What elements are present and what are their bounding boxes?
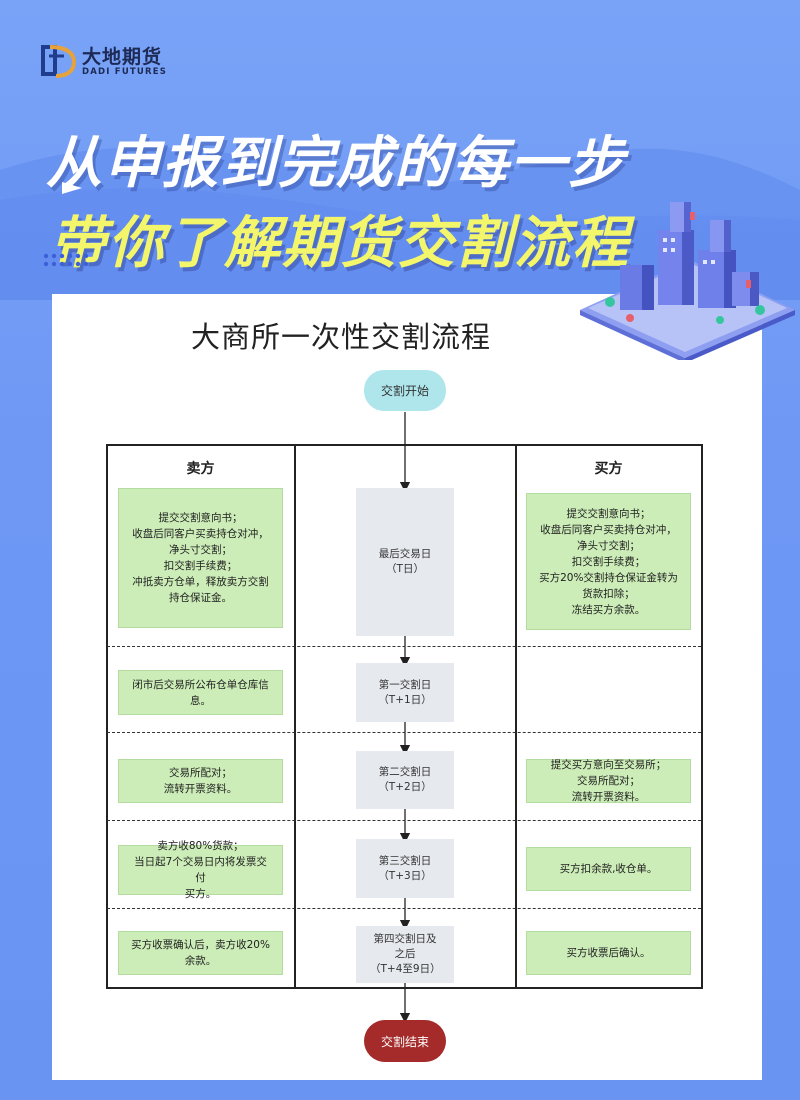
lane-border-right: [701, 444, 703, 989]
brand-logo: 大地期货 DADI FUTURES: [40, 44, 167, 80]
center-step-t3: 第三交割日 （T+3日）: [356, 839, 454, 898]
lane-border-bottom: [106, 987, 702, 989]
seller-step-t2: 交易所配对； 流转开票资料。: [118, 759, 283, 803]
center-step-t4: 第四交割日及之后 （T+4至9日）: [356, 926, 454, 983]
row-divider: [107, 820, 701, 821]
lane-title-seller: 卖方: [186, 461, 215, 477]
row-divider: [107, 908, 701, 909]
headline-line-1: 从申报到完成的每一步: [46, 131, 626, 196]
seller-step-t3: 卖方收80%货款； 当日起7个交易日内将发票交付 买方。: [118, 840, 283, 900]
seller-step-t1: 闭市后交易所公布仓单仓库信 息。: [118, 670, 283, 715]
lane-border-top: [106, 444, 702, 446]
buyer-step-t3: 买方扣余款,收仓单。: [526, 847, 691, 891]
background-wave: [0, 147, 800, 300]
row-divider: [107, 646, 701, 647]
decorative-triangle: [62, 182, 82, 194]
isometric-city-illustration: [580, 202, 795, 360]
center-step-t: 最后交易日 （T日）: [356, 488, 454, 636]
lane-divider-right: [515, 444, 517, 989]
row-divider: [107, 732, 701, 733]
lane-divider-left: [294, 444, 296, 989]
center-step-t1: 第一交割日 （T+1日）: [356, 663, 454, 722]
seller-step-t: 提交交割意向书； 收盘后同客户买卖持仓对冲， 净头寸交割； 扣交割手续费； 冲抵…: [118, 488, 283, 628]
buyer-step-t2: 提交买方意向至交易所； 交易所配对； 流转开票资料。: [526, 759, 691, 803]
lane-title-buyer: 买方: [594, 461, 623, 477]
lane-border-left: [106, 444, 108, 989]
headline-line-2: 带你了解期货交割流程: [50, 211, 630, 276]
diagram-title: 大商所一次性交割流程: [190, 320, 491, 354]
center-step-t2: 第二交割日 （T+2日）: [356, 751, 454, 809]
start-node: 交割开始: [364, 370, 446, 411]
brand-name-cn: 大地期货: [82, 46, 163, 68]
brand-name-en: DADI FUTURES: [82, 67, 168, 77]
decorative-dots: [43, 253, 89, 267]
seller-step-t4: 买方收票确认后，卖方收20% 余款。: [118, 931, 283, 975]
end-node: 交割结束: [364, 1020, 446, 1062]
buyer-step-t4: 买方收票后确认。: [526, 931, 691, 975]
dadi-logo-icon: [41, 45, 76, 78]
buyer-step-t: 提交交割意向书； 收盘后同客户买卖持仓对冲， 净头寸交割； 扣交割手续费； 买方…: [526, 493, 691, 630]
